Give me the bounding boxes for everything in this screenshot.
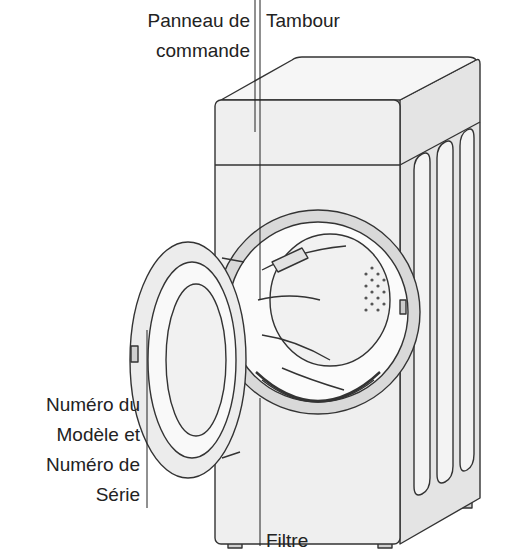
top-panel <box>221 57 476 100</box>
drum-rib <box>262 335 330 360</box>
part-label: Tambour <box>266 6 406 36</box>
leader-line <box>260 398 261 546</box>
drum-perforations <box>364 266 385 311</box>
part-label: Numéro du Modèle et Numéro de Série <box>22 390 140 510</box>
door-catch <box>400 300 406 314</box>
drum-opening <box>228 222 408 402</box>
leader-line <box>260 0 261 300</box>
door-ring <box>216 210 420 414</box>
side-rib <box>437 141 453 483</box>
drum-rib <box>258 296 320 300</box>
door-glass-inner <box>166 284 226 436</box>
side-rib <box>460 129 474 471</box>
lint-filter <box>256 372 380 401</box>
panel-edge <box>215 164 400 165</box>
lint-filter-edge <box>262 380 374 402</box>
part-label: Panneau de commande <box>126 6 250 66</box>
leader-line <box>255 0 256 132</box>
door-glass <box>148 262 236 458</box>
drum-paddle <box>272 248 308 272</box>
door-handle <box>131 346 138 362</box>
leader-line <box>147 330 148 508</box>
drum-back <box>270 234 390 366</box>
part-label: Filtre <box>266 526 366 556</box>
drum-rib <box>282 368 344 390</box>
